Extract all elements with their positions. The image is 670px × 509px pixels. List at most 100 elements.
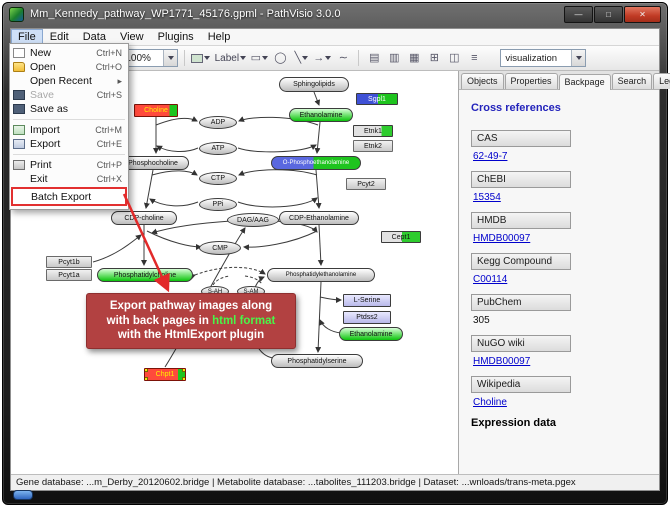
pathway-node-etnk2[interactable]: Etnk2 [353, 140, 393, 152]
close-button[interactable]: ✕ [624, 5, 661, 23]
pathway-node-cdp-ethanolamine[interactable]: CDP-Ethanolamine [279, 211, 359, 225]
pathway-node-ethanolamine[interactable]: Ethanolamine [289, 108, 353, 122]
xref-id-link[interactable]: 15354 [473, 192, 501, 203]
selection-handle[interactable] [182, 369, 185, 372]
maximize-button[interactable]: □ [594, 5, 623, 23]
minimize-icon: — [574, 9, 583, 19]
arrow-tool-button[interactable]: → [313, 49, 332, 67]
align-center-button[interactable]: ▥ [385, 49, 403, 67]
xref-id-link[interactable]: C00114 [473, 274, 508, 285]
pathway-node-cept1[interactable]: Cept1 [381, 231, 421, 243]
shape-tool-button[interactable]: ▭ [250, 49, 269, 67]
pathway-node-ctp[interactable]: CTP [199, 172, 237, 185]
menu-view[interactable]: View [119, 31, 144, 43]
pathway-node-ppi[interactable]: PPi [199, 198, 237, 211]
tab-legend[interactable]: Legend [653, 73, 670, 89]
oval-tool-button[interactable]: ◯ [271, 49, 289, 67]
pathway-node-phosphatidylserine[interactable]: Phosphatidylserine [271, 354, 363, 368]
pathway-node-l-serine[interactable]: L-Serine [343, 294, 391, 307]
pathway-node-chpt1[interactable]: Chpt1 [144, 368, 186, 381]
xref-id-link[interactable]: HMDB00097 [473, 356, 531, 367]
align-left-button[interactable]: ▤ [365, 49, 383, 67]
xref-id-link[interactable]: Choline [473, 397, 507, 408]
window-title: Mm_Kennedy_pathway_WP1771_45176.gpml - P… [30, 8, 341, 20]
menu-plugins[interactable]: Plugins [157, 31, 194, 43]
tab-properties[interactable]: Properties [504, 73, 558, 89]
menu-item-label: Open Recent [30, 75, 92, 87]
pathway-node-adp[interactable]: ADP [199, 116, 237, 129]
pathway-node-etnk1[interactable]: Etnk1 [353, 125, 393, 137]
label-tool-button[interactable]: Label [213, 49, 247, 67]
pathway-node-o-phosphoethanolamine[interactable]: O-Phosphoethanolamine [271, 156, 361, 170]
open-icon [13, 62, 25, 72]
selection-handle[interactable] [182, 377, 185, 380]
line-tool-icon: ╲ [294, 51, 302, 64]
rectangle-shape-icon: ▭ [250, 51, 262, 64]
tab-search[interactable]: Search [611, 73, 653, 89]
zoom-select[interactable]: 100% [120, 49, 179, 67]
distribute-horizontal-button[interactable]: ⊞ [425, 49, 443, 67]
xref-id-link[interactable]: 62-49-7 [473, 151, 508, 162]
file-menu-item-open-recent[interactable]: Open Recent▸ [10, 74, 128, 88]
menu-shortcut: Ctrl+E [96, 139, 122, 149]
sidebar-tabs: ObjectsPropertiesBackpageSearchLegend [459, 71, 670, 90]
statusbar: Gene database: ...m_Derby_20120602.bridg… [11, 474, 659, 490]
pathway-node-sphingolipids[interactable]: Sphingolipids [279, 77, 349, 92]
align-top-button[interactable]: ▦ [405, 49, 423, 67]
distribute-vertical-button[interactable]: ◫ [445, 49, 463, 67]
selection-handle[interactable] [145, 377, 148, 380]
titlebar[interactable]: Mm_Kennedy_pathway_WP1771_45176.gpml - P… [3, 3, 667, 25]
menu-shortcut: Ctrl+P [96, 160, 122, 170]
stack-button[interactable]: ≡ [465, 49, 483, 67]
curve-tool-button[interactable]: ∼ [334, 49, 352, 67]
minimize-button[interactable]: — [564, 5, 593, 23]
align-left-icon: ▤ [369, 51, 380, 64]
status-text: Gene database: ...m_Derby_20120602.bridg… [16, 477, 576, 488]
pathway-node-choline[interactable]: Choline [134, 104, 178, 117]
pathway-node-atp[interactable]: ATP [199, 142, 237, 155]
pathway-node-cmp[interactable]: CMP [199, 241, 241, 255]
xref-id-text: 305 [473, 315, 490, 326]
menu-shortcut: Ctrl+S [96, 90, 122, 100]
file-menu-item-save-as[interactable]: Save as [10, 102, 128, 116]
align-top-icon: ▦ [409, 51, 420, 64]
pathway-node-phosphatidylethanolamine[interactable]: Phosphatidylethanolamine [267, 268, 375, 282]
line-tool-button[interactable]: ╲ [292, 49, 310, 67]
pathway-node-pcyt2[interactable]: Pcyt2 [346, 178, 386, 190]
pathway-node-phosphatidylcholine[interactable]: Phosphatidylcholine [97, 268, 193, 282]
pathway-node-pcyt1b[interactable]: Pcyt1b [46, 256, 92, 268]
menu-data[interactable]: Data [82, 31, 106, 43]
pathway-node-ptdss2[interactable]: Ptdss2 [343, 311, 391, 324]
xref-id-link[interactable]: HMDB00097 [473, 233, 531, 244]
chevron-down-icon [204, 56, 211, 60]
datanode-tool-button[interactable] [191, 49, 211, 67]
menu-shortcut: Ctrl+N [96, 48, 122, 58]
pathway-node-cdp-choline[interactable]: CDP-choline [111, 211, 177, 225]
menu-edit[interactable]: Edit [49, 31, 69, 43]
pathway-node-dag-aag[interactable]: DAG/AAG [227, 213, 279, 227]
menu-help[interactable]: Help [207, 31, 231, 43]
file-menu-item-batch-export[interactable]: Batch Export [11, 187, 127, 206]
callout-text-pre: Export pathway images along with back pa… [106, 299, 273, 327]
zoom-dropdown-button[interactable] [163, 50, 178, 66]
xref-database-label: NuGO wiki [471, 335, 571, 352]
selection-handle[interactable] [145, 369, 148, 372]
pathway-node-sgpl1[interactable]: Sgpl1 [356, 93, 398, 105]
visualization-select[interactable]: visualization [500, 49, 587, 67]
visualization-dropdown-button[interactable] [571, 50, 586, 66]
pathway-node-ethanolamine[interactable]: Ethanolamine [339, 327, 403, 341]
pathway-node-pcyt1a[interactable]: Pcyt1a [46, 269, 92, 281]
tab-backpage[interactable]: Backpage [558, 74, 611, 90]
tab-objects[interactable]: Objects [461, 73, 504, 89]
xref-database-label: ChEBI [471, 171, 571, 188]
